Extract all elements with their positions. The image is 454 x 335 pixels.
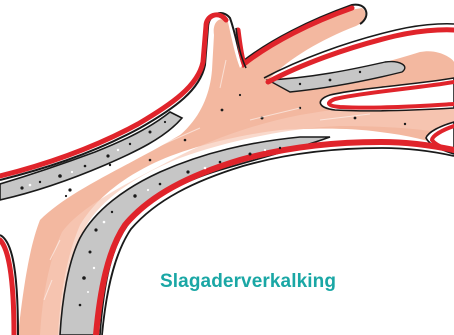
caption-title: Slagaderverkalking bbox=[160, 271, 390, 293]
artery-wall-bottom bbox=[96, 142, 454, 335]
